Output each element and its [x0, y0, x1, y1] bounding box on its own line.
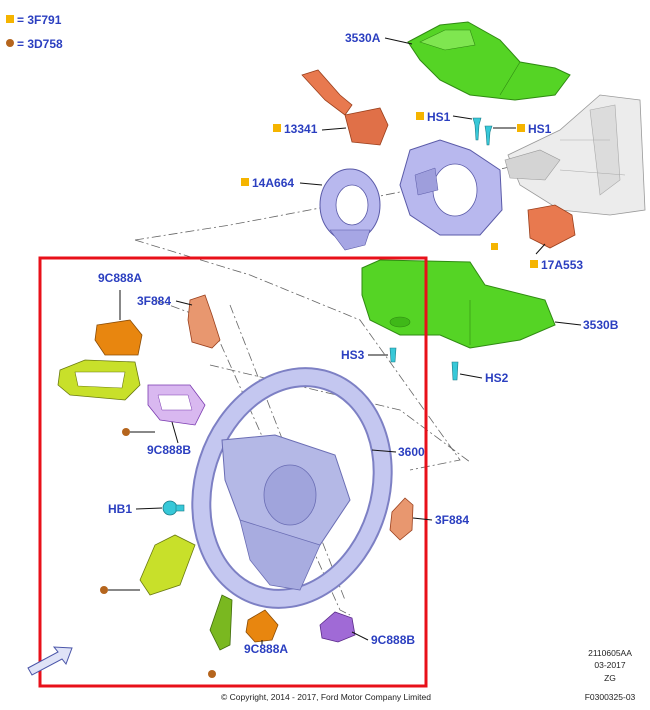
highlight-box	[38, 256, 428, 688]
legend-item-3f791: = 3F791	[17, 13, 62, 27]
multifunction-switch	[301, 69, 389, 146]
label-hb1: HB1	[108, 502, 132, 516]
label-9c888a-bottom: 9C888A	[244, 642, 288, 656]
label-9c888a-upper: 9C888A	[98, 271, 142, 285]
label-9c888b-right: 9C888B	[371, 633, 415, 647]
lower-shroud	[361, 259, 556, 349]
legend-circle-icon	[6, 39, 14, 47]
horn-bolt-hb1	[162, 500, 185, 516]
doc-zg: ZG	[604, 673, 616, 683]
upper-shroud	[407, 21, 571, 101]
doc-date: 03-2017	[594, 660, 625, 670]
fastener-3f791-icon	[517, 124, 525, 132]
fastener-3d758-icon	[208, 670, 216, 678]
trim-yellow-lower	[139, 534, 196, 596]
label-13341: 13341	[284, 122, 318, 136]
trim-3f884-left	[187, 294, 221, 349]
switch-housing	[399, 139, 503, 236]
fastener-3f791-icon	[273, 124, 281, 132]
doc-info: 2110605AA 03-2017 ZG F0300325-03	[585, 648, 636, 702]
label-3600: 3600	[398, 445, 425, 459]
arrow-icon	[27, 646, 73, 676]
fastener-3f791-icon	[416, 112, 424, 120]
copyright-text: © Copyright, 2014 - 2017, Ford Motor Com…	[221, 692, 431, 702]
legend-item-3d758: = 3D758	[17, 37, 63, 51]
switch-9c888b-right	[319, 611, 356, 643]
doc-ref: F0300325-03	[585, 692, 636, 702]
label-hs2: HS2	[485, 371, 509, 385]
label-hs3: HS3	[341, 348, 365, 362]
label-3f884-right: 3F884	[435, 513, 469, 527]
fastener-3f791-icon	[530, 260, 538, 268]
switch-9c888b-left	[147, 384, 206, 426]
fastener-3d758-icon	[100, 586, 108, 594]
leader-lines	[108, 37, 582, 645]
legend-square-icon	[6, 15, 14, 23]
label-hs1-left: HS1	[427, 110, 451, 124]
legend: = 3F791 = 3D758	[6, 13, 63, 51]
clockspring	[319, 168, 381, 251]
switch-9c888a-bottom	[245, 609, 279, 643]
fastener-3d758-icon	[122, 428, 130, 436]
fastener-3f791-icon	[241, 178, 249, 186]
label-17a553: 17A553	[541, 258, 583, 272]
screws-hs	[389, 347, 459, 381]
label-14a664: 14A664	[252, 176, 294, 190]
label-hs1-right: HS1	[528, 122, 552, 136]
label-3530b: 3530B	[583, 318, 619, 332]
fastener-3f791-icon	[491, 243, 498, 250]
switch-9c888a-upper	[94, 319, 143, 356]
trim-yellow-left	[57, 359, 141, 401]
label-3530a: 3530A	[345, 31, 381, 45]
clip-green-bottom	[209, 594, 233, 651]
fastener-markers	[100, 243, 498, 678]
screws-hs1	[472, 117, 493, 146]
steering-column	[504, 94, 646, 216]
steering-wheel	[191, 367, 393, 609]
label-9c888b-left: 9C888B	[147, 443, 191, 457]
sensor-17a553	[527, 204, 576, 249]
part-labels: 3530A 13341 14A664 HS1 HS1 17A553 3530B …	[98, 31, 619, 656]
trim-3f884-right	[389, 497, 414, 541]
label-3f884-left: 3F884	[137, 294, 171, 308]
doc-code: 2110605AA	[588, 648, 632, 658]
